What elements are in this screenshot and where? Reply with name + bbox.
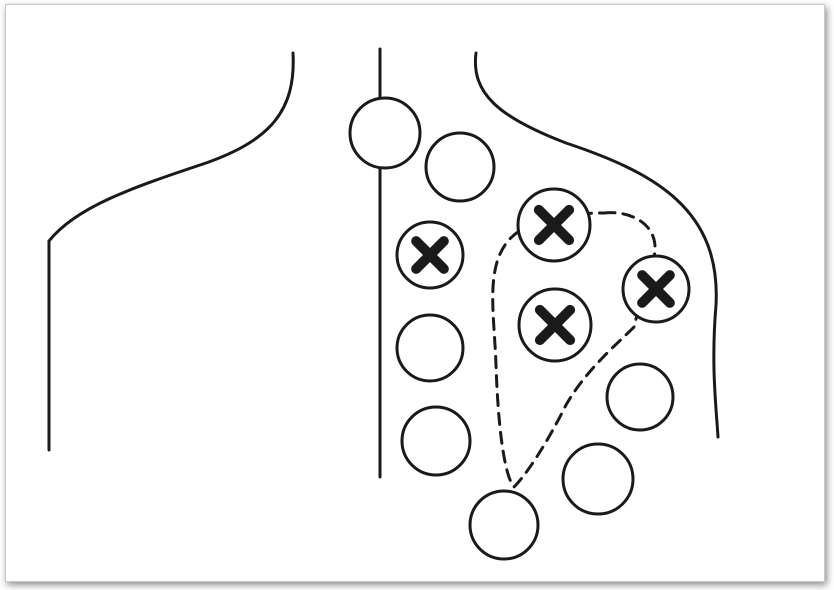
circle-outline (470, 491, 538, 559)
empty-circle (563, 444, 633, 514)
circles-layer (350, 98, 689, 559)
empty-circle (397, 315, 463, 381)
marked-circle (518, 189, 590, 261)
left-neck-shoulder-line (49, 53, 293, 241)
figure-frame (5, 4, 825, 582)
circle-outline (607, 364, 673, 430)
marked-circle (623, 256, 689, 322)
marked-circle (519, 289, 591, 361)
empty-circle (402, 407, 470, 475)
torso-diagram (6, 5, 824, 581)
circle-outline (563, 444, 633, 514)
circle-outline (350, 98, 420, 168)
marked-circle (397, 222, 463, 288)
empty-circle (350, 98, 420, 168)
right-neck-shoulder-line (475, 53, 718, 437)
circle-outline (426, 133, 494, 201)
empty-circle (470, 491, 538, 559)
circle-outline (402, 407, 470, 475)
empty-circle (426, 133, 494, 201)
circle-outline (397, 315, 463, 381)
empty-circle (607, 364, 673, 430)
